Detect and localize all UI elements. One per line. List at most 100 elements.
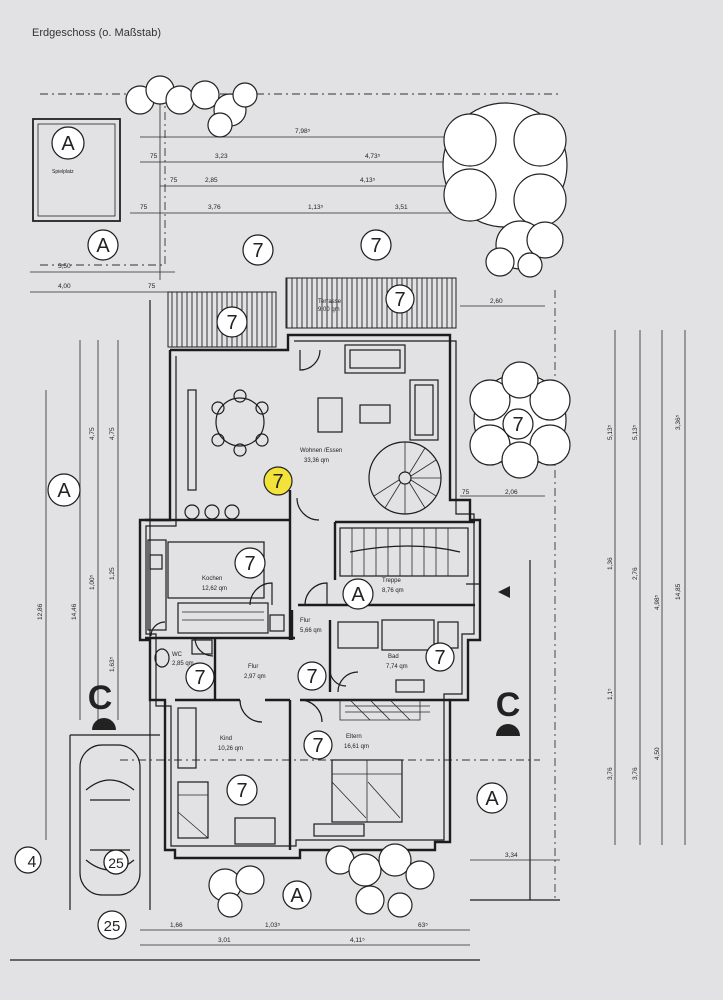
dim-b-b: 3,01 bbox=[218, 937, 231, 944]
dim-r-i: 4,98⁵ bbox=[654, 594, 661, 610]
dim-r-h: 2,76 bbox=[632, 567, 639, 580]
svg-text:Spielplatz: Spielplatz bbox=[52, 169, 74, 175]
room-area-kind: 10,26 qm bbox=[218, 746, 243, 752]
dim-b-a: 1,66 bbox=[170, 922, 183, 929]
svg-text:7: 7 bbox=[512, 414, 523, 436]
tree-right bbox=[469, 361, 571, 479]
room-area-eltern: 16,61 qm bbox=[344, 744, 369, 750]
outer-walls bbox=[138, 333, 482, 860]
dim-top-h: 75 bbox=[150, 153, 158, 160]
dim-r-f: 3,36⁵ bbox=[675, 414, 682, 430]
marker-25-car: 25 bbox=[103, 849, 129, 875]
dim-top-d: 4,13⁵ bbox=[360, 177, 376, 184]
tree-top-right bbox=[442, 102, 568, 278]
dim-left-a: 5,50 bbox=[58, 263, 71, 270]
room-name-flur1: Flur bbox=[300, 618, 310, 624]
room-name-eltern: Eltern bbox=[346, 734, 362, 740]
svg-text:25: 25 bbox=[108, 855, 124, 871]
zone-7-top2: 7 bbox=[360, 229, 392, 261]
zone-7-highlight: 7 bbox=[263, 466, 293, 496]
room-name-wohnen: Wohnen /Essen bbox=[300, 448, 342, 454]
dimension-lines bbox=[30, 100, 686, 946]
room-area-treppe: 8,76 qm bbox=[382, 588, 404, 594]
room-area-wc: 2,85 qm bbox=[172, 661, 194, 667]
dim-r-c: 2,06 bbox=[505, 489, 518, 496]
svg-text:A: A bbox=[351, 584, 365, 606]
trees bbox=[125, 75, 571, 918]
room-name-terrasse: Terrasse bbox=[318, 299, 342, 305]
section-c-right: C bbox=[496, 686, 521, 724]
dim-top-g: 3,51 bbox=[395, 204, 408, 211]
zone-a-left: A bbox=[47, 473, 81, 507]
dim-top-total: 7,98⁵ bbox=[295, 128, 311, 135]
zone-7-flur: 7 bbox=[297, 661, 327, 691]
plan-title: Erdgeschoss (o. Maßstab) bbox=[32, 27, 161, 39]
section-markers: C C bbox=[88, 679, 521, 736]
zone-7-bad: 7 bbox=[425, 642, 455, 672]
zone-7-top1: 7 bbox=[242, 234, 274, 266]
room-area-kochen: 12,62 qm bbox=[202, 586, 227, 592]
svg-text:25: 25 bbox=[104, 918, 121, 935]
shrubs-bottom bbox=[208, 843, 435, 918]
section-c-left: C bbox=[88, 679, 113, 717]
dim-r-n: 4,50 bbox=[654, 747, 661, 760]
dim-vl-f: 12,86 bbox=[37, 603, 44, 620]
dim-r-g: 1,36 bbox=[607, 557, 614, 570]
svg-text:7: 7 bbox=[226, 312, 237, 334]
zone-7-kochen: 7 bbox=[234, 547, 266, 579]
dim-r-e: 5,13⁵ bbox=[632, 424, 639, 440]
svg-text:7: 7 bbox=[236, 780, 247, 802]
svg-text:A: A bbox=[290, 885, 304, 907]
zone-a-right: A bbox=[476, 782, 508, 814]
room-name-treppe: Treppe bbox=[382, 578, 401, 584]
zone-a-topleft: A bbox=[87, 229, 119, 261]
dim-left-b: 4,00 bbox=[58, 283, 71, 290]
furniture bbox=[79, 344, 510, 896]
svg-text:7: 7 bbox=[370, 235, 381, 257]
dim-b-e: 63⁵ bbox=[418, 922, 428, 929]
dim-vl-c: 1,25 bbox=[109, 567, 116, 580]
dim-vl-g: 1,63⁵ bbox=[109, 656, 116, 672]
doors bbox=[150, 349, 481, 723]
dim-top-c: 2,85 bbox=[205, 177, 218, 184]
zone-7-wc: 7 bbox=[185, 662, 215, 692]
dim-r-b: 75 bbox=[462, 489, 470, 496]
svg-text:7: 7 bbox=[244, 553, 255, 575]
svg-text:7: 7 bbox=[272, 471, 283, 493]
zone-a-bottom: A bbox=[282, 880, 312, 910]
room-name-bad: Bad bbox=[388, 654, 399, 660]
dim-vl-e: 14,46 bbox=[71, 603, 78, 620]
inner-walls bbox=[145, 490, 475, 850]
number-markers: 4 25 25 bbox=[14, 846, 129, 940]
room-name-kind: Kind bbox=[220, 736, 232, 742]
room-area-wohnen: 33,36 qm bbox=[304, 458, 329, 464]
zone-7-tree: 7 bbox=[502, 408, 534, 440]
dim-top-b: 4,73⁵ bbox=[365, 153, 381, 160]
room-area-terrasse: 9,00 qm bbox=[318, 307, 340, 313]
room-name-flur2: Flur bbox=[248, 664, 258, 670]
svg-text:7: 7 bbox=[306, 666, 317, 688]
dim-left-c: 75 bbox=[148, 283, 156, 290]
sandbox: Spielplatz bbox=[32, 118, 121, 222]
dim-r-m: 3,76 bbox=[632, 767, 639, 780]
svg-text:7: 7 bbox=[252, 240, 263, 262]
room-area-bad: 7,74 qm bbox=[386, 664, 408, 670]
room-area-flur1: 5,66 qm bbox=[300, 628, 322, 634]
marker-25-bottom: 25 bbox=[97, 910, 127, 940]
dim-r-a: 2,60 bbox=[490, 298, 503, 305]
dim-r-o: 3,34 bbox=[505, 852, 518, 859]
dimension-labels: 7,98⁵ 3,23 4,73⁵ 2,85 4,13⁵ 3,76 1,13⁵ 3… bbox=[37, 128, 682, 944]
dim-top-i: 75 bbox=[170, 177, 178, 184]
zone-7-terrace-right: 7 bbox=[385, 284, 415, 314]
svg-text:A: A bbox=[96, 235, 110, 257]
svg-text:A: A bbox=[485, 788, 499, 810]
dim-r-l: 3,76 bbox=[607, 767, 614, 780]
dim-vl-d: 1,00⁵ bbox=[89, 574, 96, 590]
room-labels: Terrasse 9,00 qm Wohnen /Essen 33,36 qm … bbox=[172, 299, 408, 752]
property-lines bbox=[10, 93, 560, 961]
zone-a-sandbox: A bbox=[51, 126, 85, 160]
zone-markers: A A 7 7 7 7 7 7 A 7 A 7 7 7 7 7 A A bbox=[47, 126, 534, 910]
svg-text:7: 7 bbox=[312, 735, 323, 757]
dim-b-d: 4,11⁵ bbox=[350, 937, 365, 944]
